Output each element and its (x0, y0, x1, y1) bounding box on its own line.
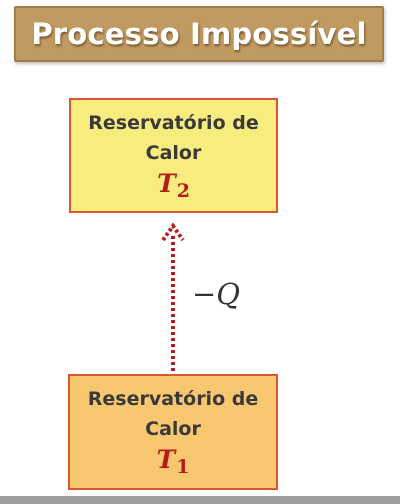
cold-reservoir-box: Reservatório de Calor T1 (68, 374, 278, 490)
hot-reservoir-label-line2: Calor (145, 142, 202, 164)
hot-temp-symbol: T (157, 169, 176, 198)
hot-temp-subscript: 2 (176, 180, 190, 202)
title-banner: Processo Impossível (14, 6, 384, 62)
page-title: Processo Impossível (31, 17, 367, 51)
bottom-edge-bar (0, 496, 400, 504)
cold-reservoir-label-line2: Calor (145, 418, 201, 440)
heat-label: −Q (192, 277, 241, 311)
hot-reservoir-box: Reservatório de Calor T2 (69, 98, 278, 213)
hot-reservoir-label-line1: Reservatório de (88, 112, 259, 134)
cold-reservoir-temperature: T1 (157, 444, 190, 478)
cold-reservoir-label-line1: Reservatório de (87, 388, 259, 410)
cold-temp-subscript: 1 (176, 456, 190, 478)
hot-reservoir-temperature: T2 (157, 168, 190, 202)
cold-temp-symbol: T (156, 445, 176, 474)
heat-flow-arrow (161, 222, 185, 371)
arrow-head-icon (161, 222, 185, 242)
